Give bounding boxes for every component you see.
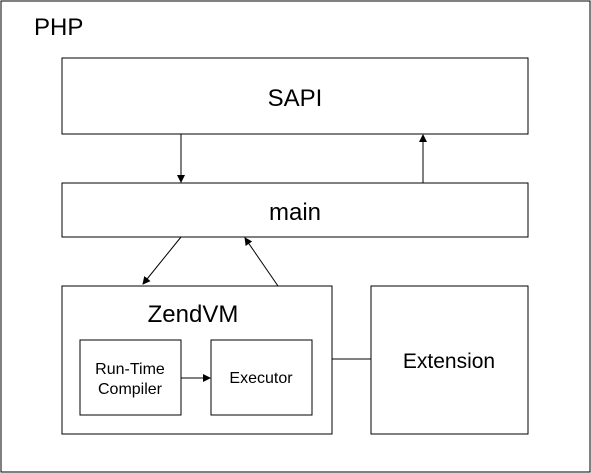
zendvm-label: ZendVM	[148, 301, 239, 328]
compiler-label-line2: Compiler	[98, 381, 163, 398]
php-label: PHP	[34, 14, 83, 41]
main-box	[61, 182, 529, 238]
compiler-label-line1: Run-Time	[95, 361, 165, 378]
compiler-box	[79, 339, 182, 416]
arrow-zendvm-to-main	[244, 237, 279, 287]
extension-label: Extension	[403, 350, 495, 373]
sapi-box	[61, 57, 529, 135]
sapi-label: SAPI	[268, 85, 323, 112]
executor-label: Executor	[229, 370, 293, 387]
arrow-main-to-zendvm	[142, 236, 182, 285]
main-label: main	[269, 199, 321, 226]
extension-box	[370, 285, 529, 435]
executor-box	[210, 339, 313, 416]
